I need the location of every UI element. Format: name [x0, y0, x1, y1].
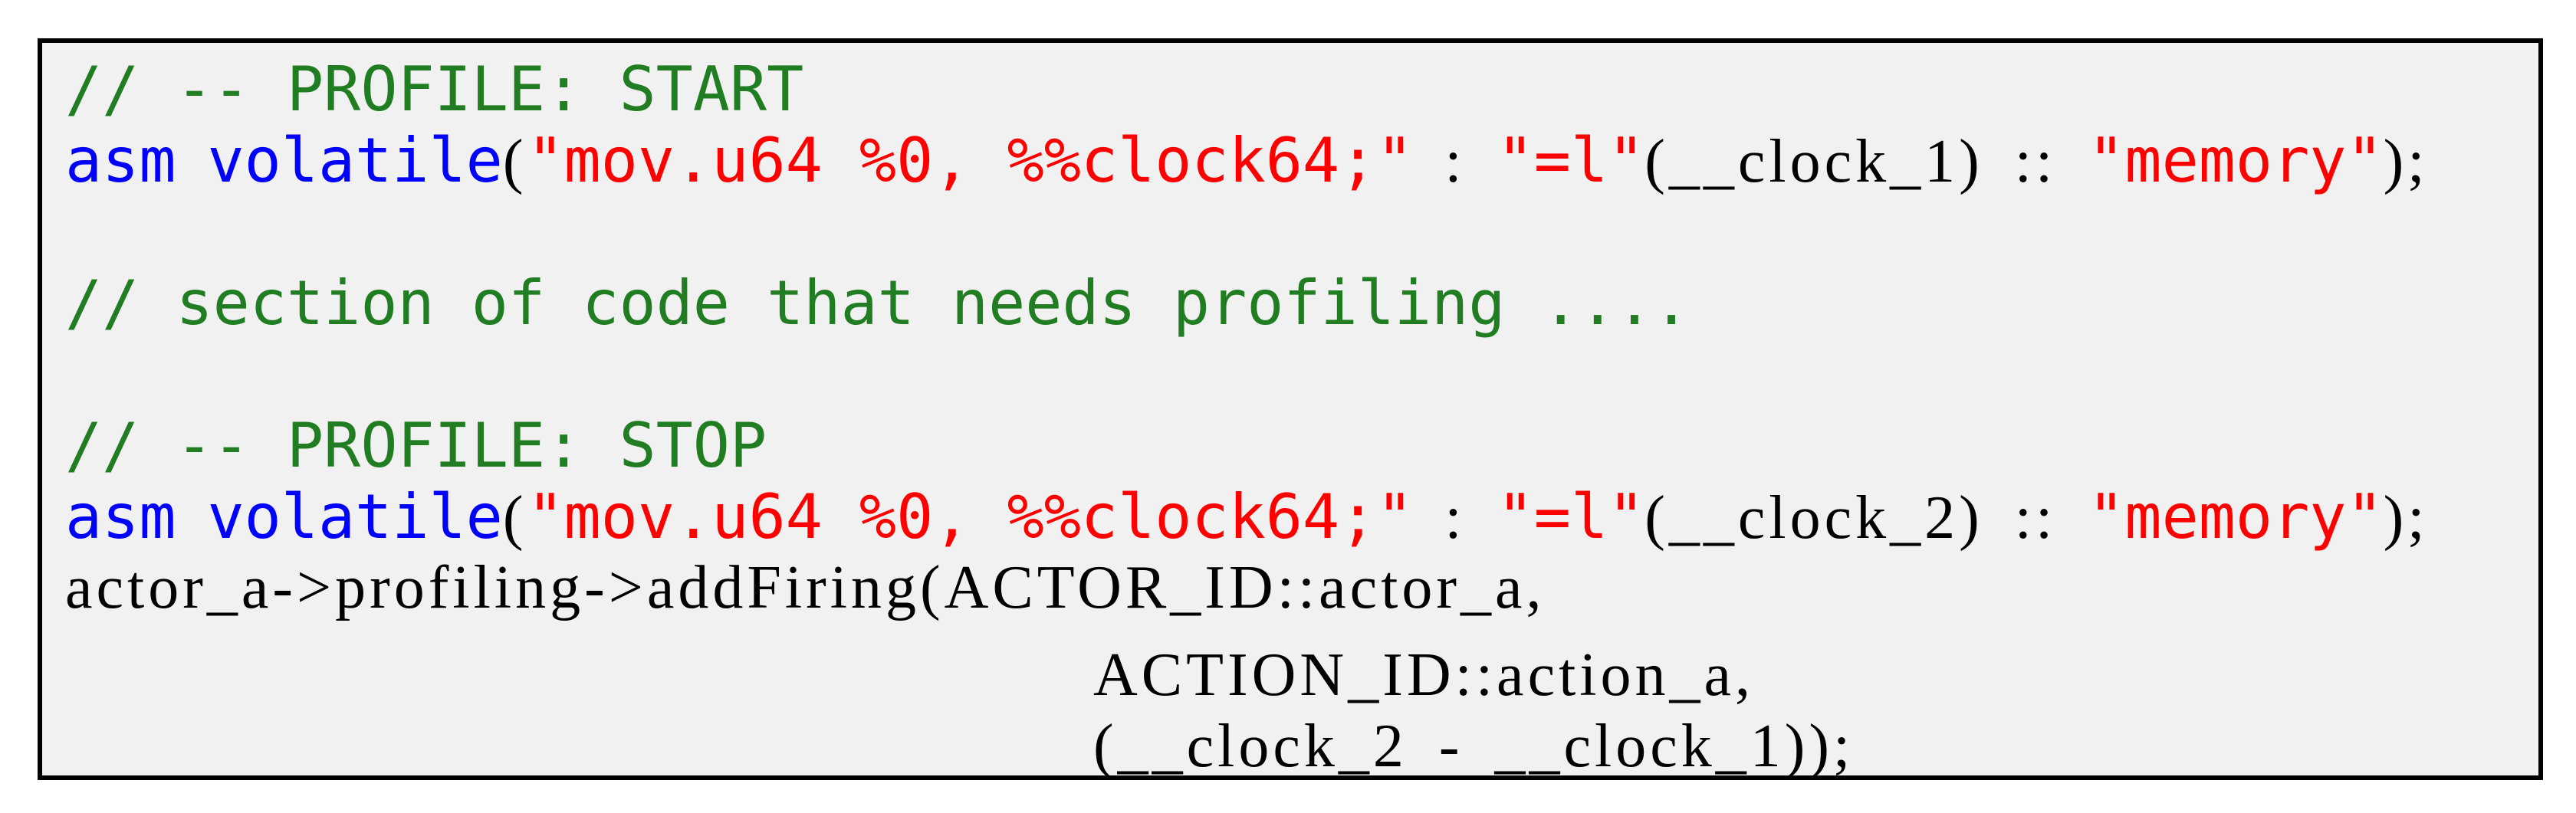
code-segment-string: "=l": [1497, 125, 1645, 196]
code-segment-indent: [65, 624, 1093, 695]
code-segment-plain: :: [1413, 128, 1497, 195]
code-segment-comment: // -- PROFILE: STOP: [65, 410, 767, 481]
code-segment-string: "mov.u64 %0, %%clock64;": [527, 481, 1414, 552]
code-segment-string: "=l": [1497, 481, 1645, 552]
code-line: ACTION_ID::action_a,: [65, 624, 2538, 709]
code-line-blank: [65, 339, 2538, 410]
code-segment-keyword: volatile: [207, 125, 503, 196]
code-line: (__clock_2 - __clock_1));: [65, 695, 2538, 775]
code-segment-plain: (: [502, 484, 527, 552]
code-segment-plain: );: [2383, 128, 2429, 195]
code-segment-plain: [176, 128, 208, 195]
code-segment-keyword: asm: [65, 481, 176, 552]
code-line: asm volatile("mov.u64 %0, %%clock64;" : …: [65, 125, 2538, 196]
code-segment-plain: ACTION_ID::action_a,: [1093, 641, 1755, 709]
code-segment-comment: // -- PROFILE: START: [65, 54, 804, 125]
code-segment-plain: (__clock_1) ::: [1644, 128, 2088, 195]
code-line: // -- PROFILE: START: [65, 54, 2538, 125]
code-line-blank: [65, 196, 2538, 267]
code-segment-plain: (__clock_2) ::: [1644, 484, 2088, 552]
code-segment-plain: :: [1413, 484, 1497, 552]
code-segment-indent: [65, 695, 1093, 766]
code-segment-plain: [176, 484, 208, 552]
code-segment-keyword: asm: [65, 125, 176, 196]
code-line: // section of code that needs profiling …: [65, 267, 2538, 339]
code-segment-plain: actor_a->profiling->addFiring(ACTOR_ID::…: [65, 554, 1546, 621]
code-segment-string: "memory": [2088, 481, 2384, 552]
code-line: // -- PROFILE: STOP: [65, 410, 2538, 481]
code-line: actor_a->profiling->addFiring(ACTOR_ID::…: [65, 552, 2538, 624]
code-segment-keyword: volatile: [207, 481, 503, 552]
code-segment-string: "memory": [2088, 125, 2384, 196]
code-line: asm volatile("mov.u64 %0, %%clock64;" : …: [65, 481, 2538, 552]
code-segment-plain: (__clock_2 - __clock_1));: [1093, 713, 1855, 780]
code-segment-comment: // section of code that needs profiling …: [65, 267, 1691, 339]
code-segment-plain: (: [502, 128, 527, 195]
code-segment-plain: );: [2383, 484, 2429, 552]
code-segment-string: "mov.u64 %0, %%clock64;": [527, 125, 1414, 196]
